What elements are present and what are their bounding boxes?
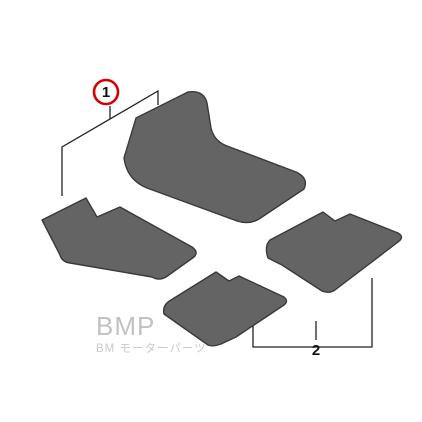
callout-highlight-ring: [92, 78, 120, 106]
callout-1-label: 1: [102, 84, 110, 101]
front-driver-mat: [123, 91, 307, 224]
callout-2-label: 2: [312, 342, 320, 359]
watermark-logo: BMP: [96, 311, 155, 341]
watermark-text: BM モーターパーツ: [96, 342, 207, 355]
rear-right-mat: [265, 211, 403, 293]
rear-left-mat: [162, 271, 288, 347]
front-passenger-mat: [41, 197, 197, 280]
bracket-item-2: [252, 278, 373, 348]
